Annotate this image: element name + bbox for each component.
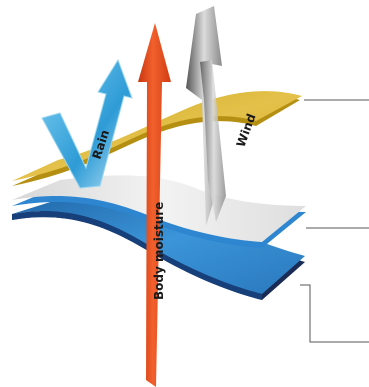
bottom-layer-leader (300, 285, 369, 342)
body-moisture-label: Body moisture (152, 202, 166, 300)
leader-lines (300, 100, 369, 342)
